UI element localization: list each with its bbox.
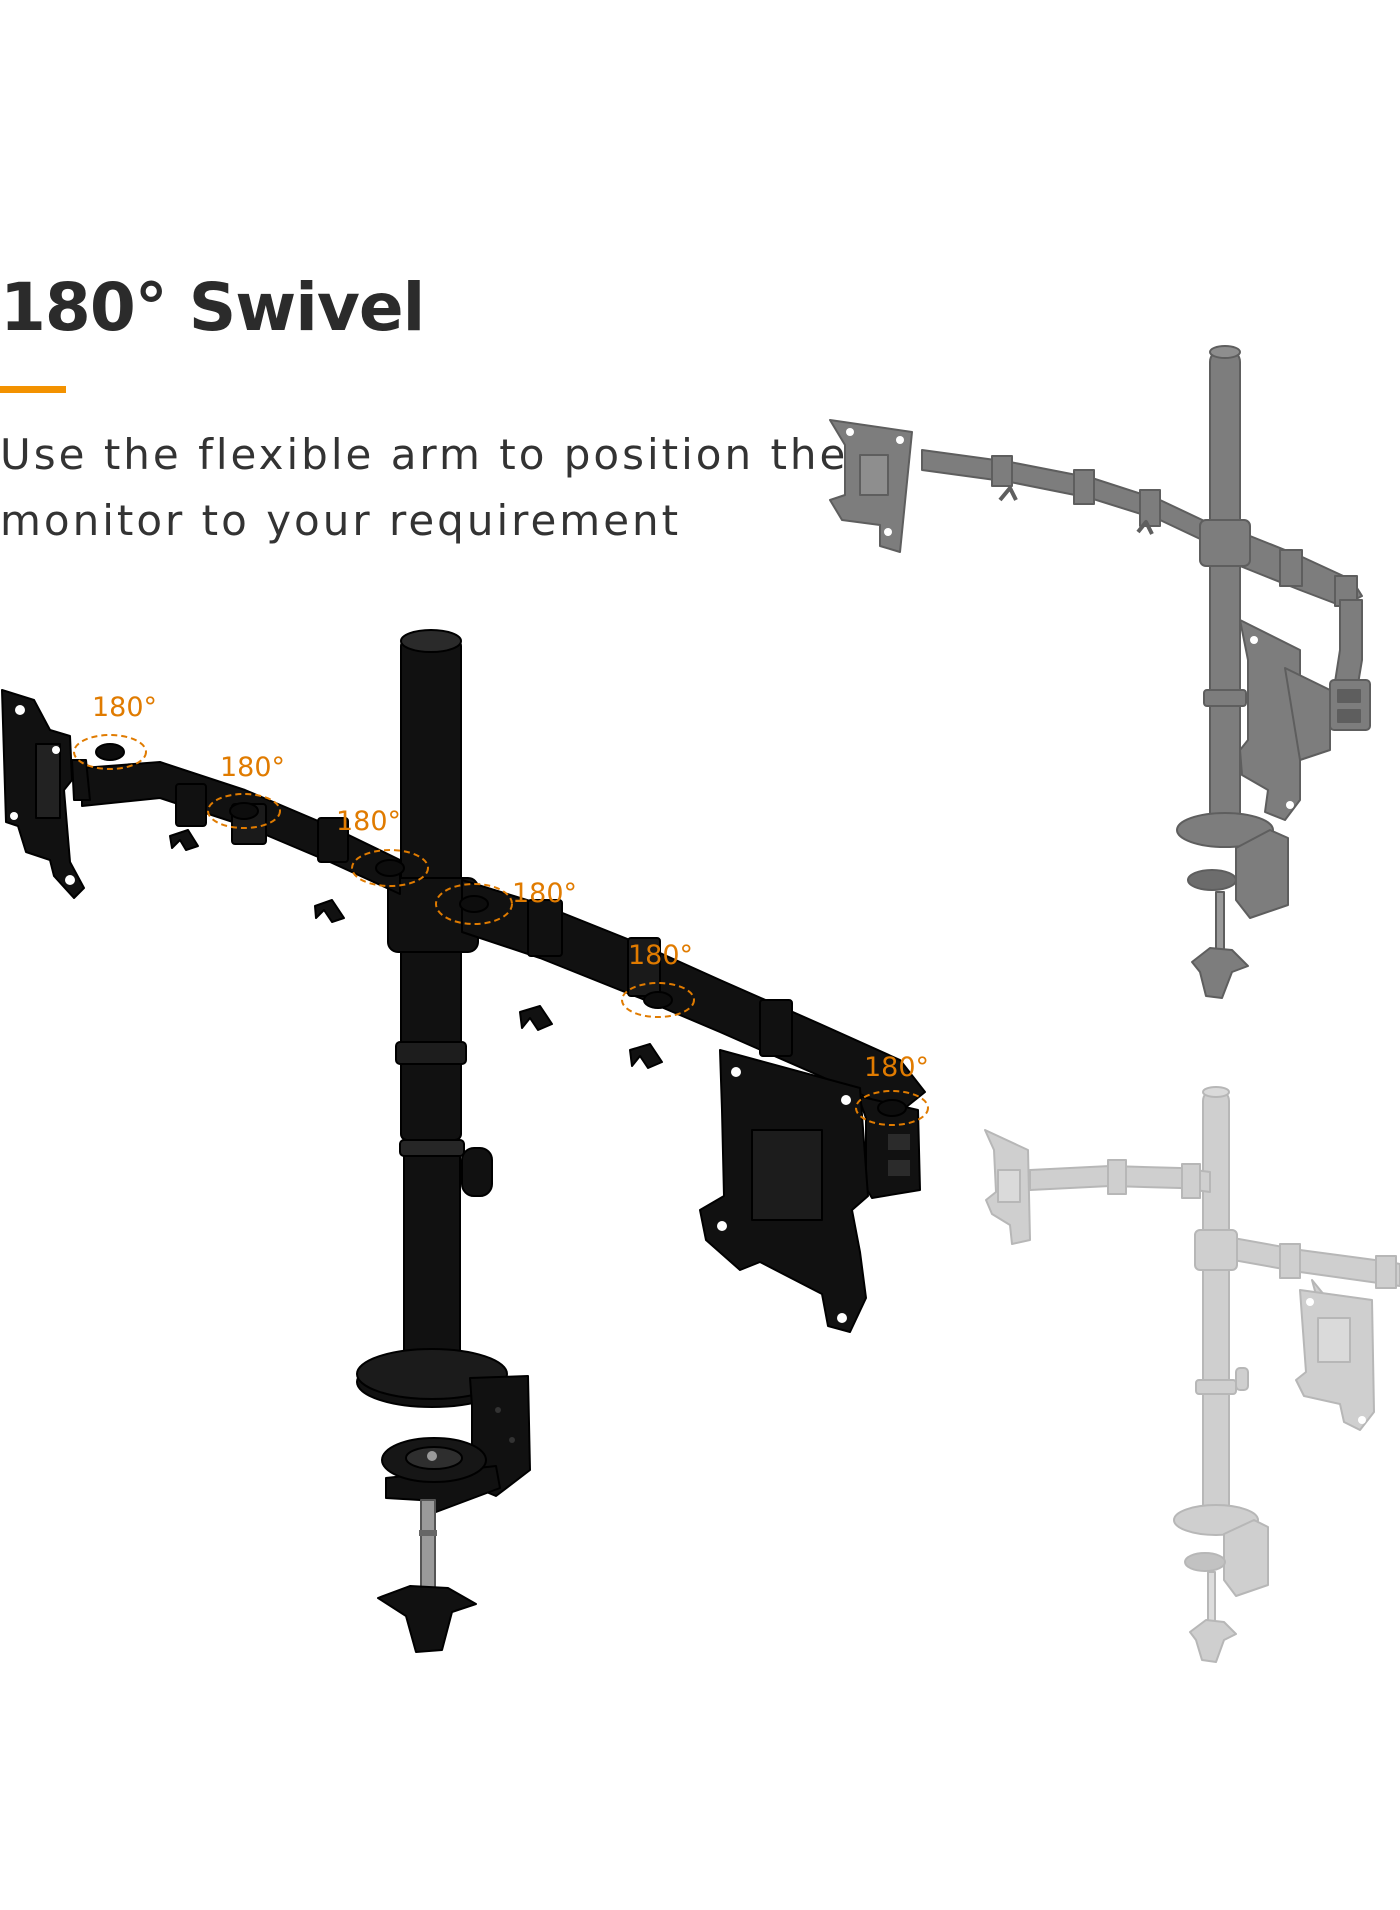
swivel-joint-3 (351, 849, 429, 887)
ghost-mount-bottom (984, 1086, 1400, 1663)
swivel-joint-1 (73, 734, 147, 770)
swivel-label-5: 180° (628, 940, 693, 971)
main-dual-monitor-mount (1, 629, 926, 1653)
swivel-label-2: 180° (220, 752, 285, 783)
swivel-joint-5 (621, 982, 695, 1018)
swivel-label-1: 180° (92, 692, 157, 723)
feature-description: Use the flexible arm to position the mon… (0, 422, 849, 554)
ghost-mount-top (829, 345, 1371, 999)
swivel-joint-4 (435, 883, 513, 925)
swivel-label-6: 180° (864, 1052, 929, 1083)
swivel-joint-markers (73, 734, 929, 1126)
feature-title: 180° Swivel (0, 269, 425, 346)
swivel-joint-2 (207, 793, 281, 829)
title-accent-bar (0, 386, 66, 393)
swivel-label-4: 180° (512, 878, 577, 909)
swivel-label-3: 180° (336, 806, 401, 837)
description-line-2: monitor to your requirement (0, 496, 682, 545)
description-line-1: Use the flexible arm to position the (0, 430, 849, 479)
swivel-labels: 180° 180° 180° 180° 180° 180° (92, 692, 929, 1083)
swivel-joint-6 (855, 1090, 929, 1126)
